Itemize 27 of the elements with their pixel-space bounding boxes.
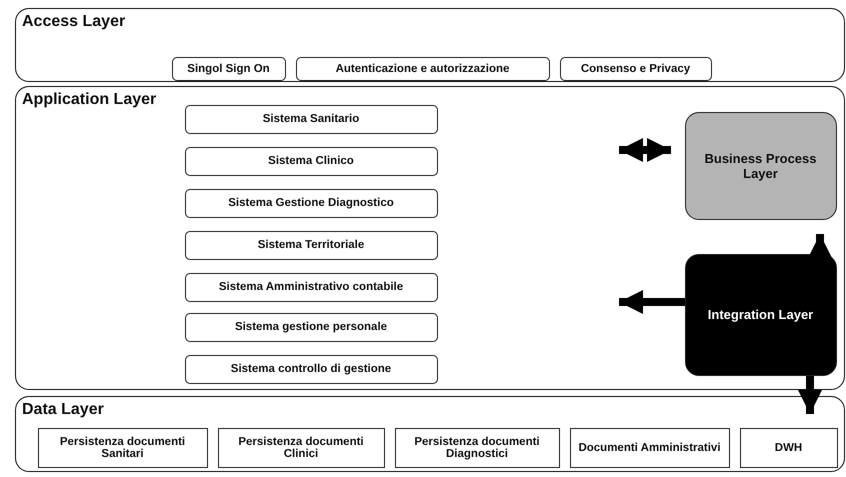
access-layer-panel [15, 8, 845, 82]
system-box: Sistema Territoriale [184, 230, 438, 260]
storage-box: Persistenza documenti Diagnostici [394, 428, 560, 468]
storage-box: Persistenza documenti Sanitari [38, 428, 208, 468]
service-box: Singol Sign On [172, 56, 286, 80]
storage-box: Documenti Amministrativi [570, 428, 730, 468]
double-arrow [619, 138, 671, 162]
layer-title: Access Layer [22, 13, 126, 31]
layer-title: Application Layer [22, 91, 156, 109]
arrow [798, 376, 822, 414]
system-box: Sistema controllo di gestione [184, 354, 438, 384]
system-box: Sistema Sanitario [184, 104, 438, 134]
arrow [619, 290, 685, 314]
system-box: Sistema Clinico [184, 146, 438, 176]
application-layer-panel [15, 86, 845, 390]
layer-block: Integration Layer [684, 254, 836, 376]
storage-box: DWH [740, 428, 838, 468]
system-box: Sistema Amministrativo contabile [184, 272, 438, 302]
system-box: Sistema gestione personale [184, 312, 438, 342]
service-box: Consenso e Privacy [560, 56, 712, 80]
storage-box: Persistenza documenti Clinici [218, 428, 384, 468]
layer-title: Data Layer [22, 401, 104, 419]
layer-block: Business Process Layer [684, 112, 836, 220]
system-box: Sistema Gestione Diagnostico [184, 188, 438, 218]
service-box: Autenticazione e autorizzazione [296, 56, 550, 80]
data-layer-panel [15, 396, 845, 472]
arrow [808, 234, 832, 258]
